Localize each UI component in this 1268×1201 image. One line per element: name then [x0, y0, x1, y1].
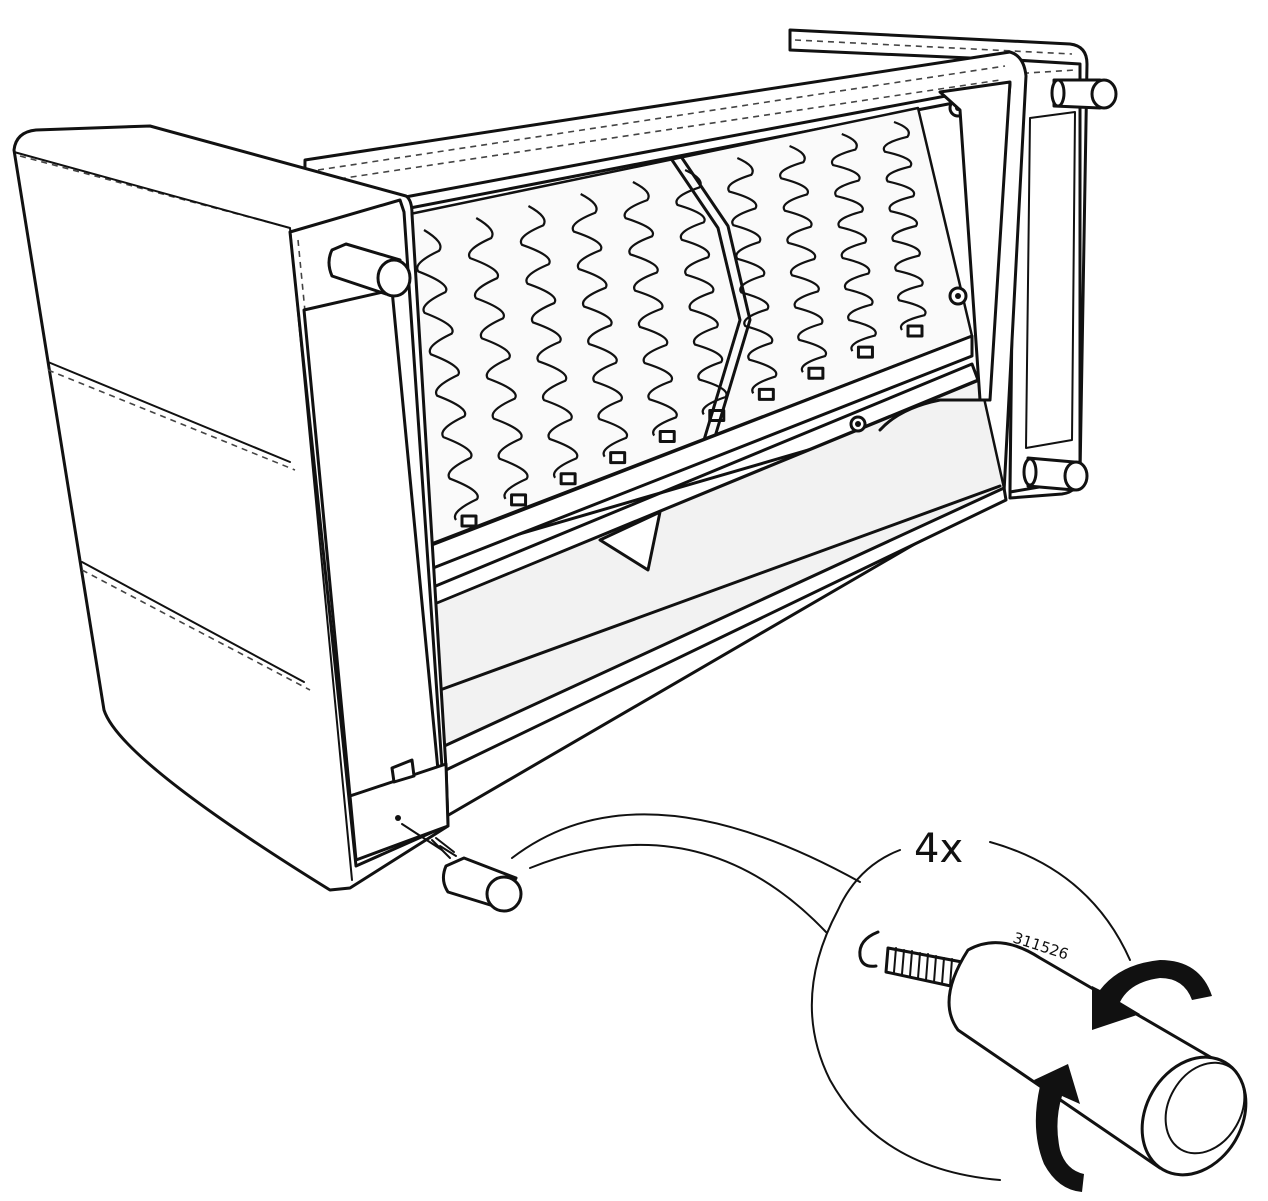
spring-clip-8 — [807, 366, 825, 380]
spring-7 — [727, 156, 778, 394]
threaded-leg-icon: 311526 — [947, 929, 1248, 1177]
metal-support-bar-inner — [680, 156, 752, 442]
spring-3 — [519, 205, 579, 479]
right-armrest — [788, 28, 1089, 500]
right-frame-panel — [938, 80, 1012, 402]
threaded-screw-icon — [884, 946, 964, 990]
quantity-label: 4x — [914, 826, 963, 872]
mounted-legs — [327, 78, 1118, 492]
spring-6 — [675, 169, 728, 416]
left-armrest — [12, 124, 450, 892]
spring-clip-1 — [460, 514, 478, 528]
metal-support-bar — [670, 158, 742, 442]
spring-2 — [468, 217, 529, 500]
spring-clip-2 — [510, 493, 528, 507]
spring-clip-5 — [658, 430, 676, 444]
spring-8 — [779, 144, 828, 373]
spring-clip-3 — [559, 472, 577, 486]
clockwise-rotation-arrows-icon — [1034, 960, 1212, 1192]
spring-clip-6 — [708, 408, 726, 422]
spring-clip-10 — [906, 324, 924, 338]
spring-clip-7 — [757, 387, 775, 401]
loose-leg — [401, 823, 523, 913]
detail-callout: 4x 311526 — [511, 813, 1248, 1192]
spring-clip-9 — [856, 345, 874, 359]
spring-10 — [882, 120, 927, 331]
spring-5 — [623, 181, 678, 437]
spring-1 — [416, 229, 479, 521]
spring-group — [416, 120, 927, 528]
spring-clip-4 — [609, 451, 627, 465]
washer-icon — [858, 930, 880, 968]
spring-9 — [830, 132, 877, 352]
spring-4 — [571, 193, 629, 458]
